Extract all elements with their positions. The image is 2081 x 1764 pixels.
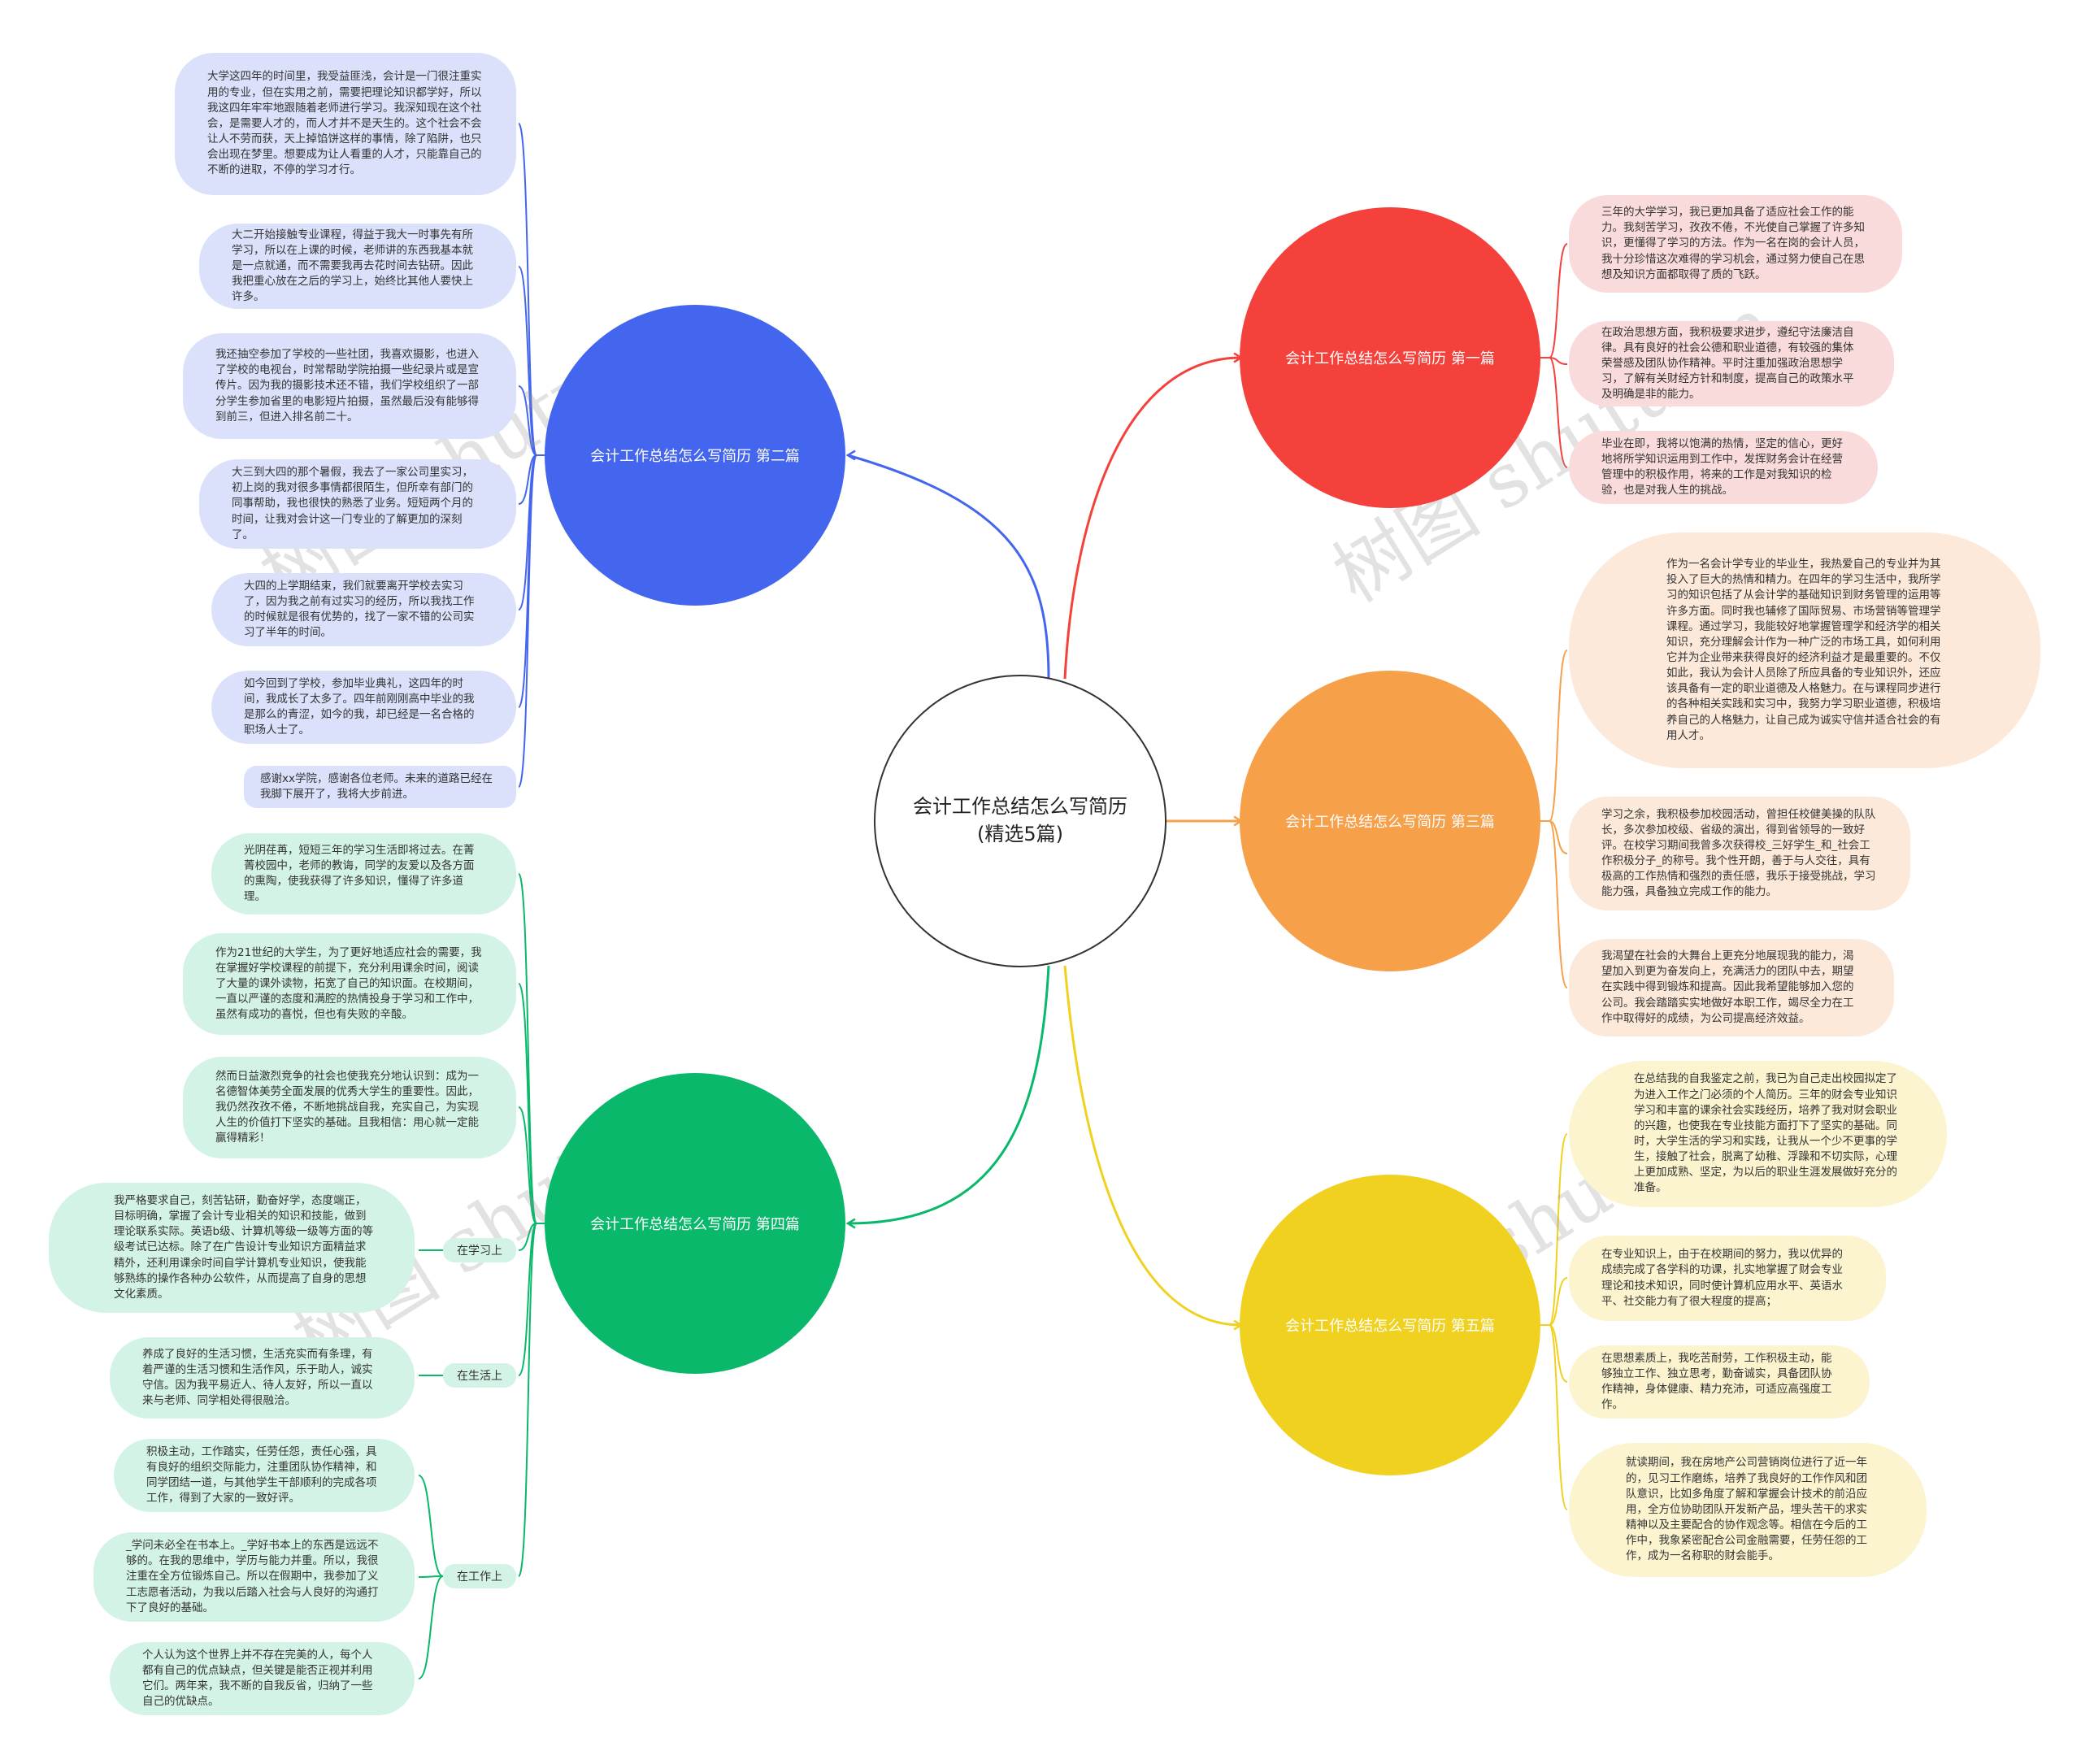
edge-p2-leaf-1 (518, 266, 537, 456)
leaf-text: 大三到大四的那个暑假，我去了一家公司里实习，初上岗的我对很多事情都很陌生，但所幸… (232, 466, 473, 541)
leaf-p4-study-1[interactable]: 我严格要求自己，刻苦钻研，勤奋好学，态度端正，目标明确，掌握了会计专业相关的知识… (49, 1183, 415, 1313)
leaf-p4-2[interactable]: 作为21世纪的大学生，为了更好地适应社会的需要，我在掌握好学校课程的前提下，充分… (183, 933, 516, 1035)
leaf-text: 学习之余，我积极参加校园活动，曾担任校健美操的队队长，多次参加校级、省级的演出，… (1601, 807, 1876, 899)
edge-group-work-1 (418, 1575, 444, 1578)
leaf-text: 在总结我的自我鉴定之前，我已为自己走出校园拟定了为进入工作之门必须的个人简历。三… (1634, 1072, 1897, 1195)
edge-p3-leaf-2 (1549, 820, 1568, 988)
edge-p1-leaf-0 (1549, 243, 1568, 358)
edge-center-p1 (1063, 356, 1242, 680)
leaf-text: 积极主动，工作踏实，任劳任怨，责任心强，具有良好的组织交际能力，注重团队协作精神… (146, 1445, 377, 1505)
edge-group-work-2 (418, 1575, 444, 1679)
center-topic[interactable]: 会计工作总结怎么写简历(精选5篇) (874, 675, 1166, 967)
leaf-p1-1[interactable]: 三年的大学学习，我已更加具备了适应社会工作的能力。我刻苦学习，孜孜不倦，不光使自… (1569, 195, 1902, 293)
leaf-p4-3[interactable]: 然而日益激烈竞争的社会也使我充分地认识到：成为一名德智体美劳全面发展的优秀大学生… (183, 1057, 516, 1158)
leaf-p5-1[interactable]: 在总结我的自我鉴定之前，我已为自己走出校园拟定了为进入工作之门必须的个人简历。三… (1569, 1061, 1947, 1207)
group-label-work[interactable]: 在工作上 (443, 1564, 516, 1588)
edge-group-work-0 (418, 1475, 444, 1577)
leaf-text: _学问未必全在书本上。_学好书本上的东西是远远不够的。在我的思维中，学历与能力并… (126, 1539, 379, 1614)
leaf-p2-3[interactable]: 我还抽空参加了学校的一些社团，我喜欢摄影，也进入了学校的电视台，时常帮助学院拍摄… (183, 333, 516, 439)
leaf-p2-7[interactable]: 感谢xx学院，感谢各位老师。未来的道路已经在我脚下展开了，我将大步前进。 (244, 766, 516, 808)
leaf-p5-2[interactable]: 在专业知识上，由于在校期间的努力，我以优异的成绩完成了各学科的功课，扎实地掌握了… (1569, 1236, 1886, 1321)
leaf-p5-3[interactable]: 在思想素质上，我吃苦耐劳，工作积极主动，能够独立工作、独立思考，勤奋诚实，具备团… (1569, 1345, 1870, 1419)
branch-topic-p3[interactable]: 会计工作总结怎么写简历 第三篇 (1240, 671, 1540, 971)
branch-topic-p1[interactable]: 会计工作总结怎么写简历 第一篇 (1240, 207, 1540, 508)
edge-p4-leaf-4 (518, 1223, 537, 1376)
leaf-text: 三年的大学学习，我已更加具备了适应社会工作的能力。我刻苦学习，孜孜不倦，不光使自… (1601, 206, 1865, 281)
leaf-text: 然而日益激烈竞争的社会也使我充分地认识到：成为一名德智体美劳全面发展的优秀大学生… (215, 1069, 479, 1145)
leaf-p3-2[interactable]: 学习之余，我积极参加校园活动，曾担任校健美操的队队长，多次参加校级、省级的演出，… (1569, 797, 1910, 910)
group-label-study[interactable]: 在学习上 (443, 1238, 516, 1262)
leaf-text: 毕业在即，我将以饱满的热情，坚定的信心，更好地将所学知识运用到工作中，发挥财务会… (1601, 437, 1843, 497)
leaf-text: 大二开始接触专业课程，得益于我大一时事先有所学习，所以在上课的时候，老师讲的东西… (232, 228, 473, 304)
arrow-p4 (845, 1218, 856, 1229)
leaf-p2-6[interactable]: 如今回到了学校，参加毕业典礼，这四年的时间，我成长了太多了。四年前刚刚高中毕业的… (211, 671, 516, 744)
leaf-p4-work-2[interactable]: _学问未必全在书本上。_学好书本上的东西是远远不够的。在我的思维中，学历与能力并… (93, 1532, 415, 1622)
edge-p5-leaf-0 (1549, 1133, 1568, 1326)
leaf-text: 大学这四年的时间里，我受益匪浅，会计是一门很注重实用的专业，但在实用之前，需要把… (207, 70, 482, 177)
edge-p4-leaf-3 (518, 1223, 537, 1251)
leaf-text: 在政治思想方面，我积极要求进步，遵纪守法廉洁自律。具有良好的社会公德和职业道德，… (1601, 325, 1854, 402)
edge-p4-leaf-2 (518, 1106, 537, 1224)
edge-p5-leaf-3 (1549, 1324, 1568, 1510)
leaf-text: 就读期间，我在房地产公司营销岗位进行了近一年的，见习工作磨练，培养了我良好的工作… (1626, 1456, 1867, 1563)
leaf-p2-1[interactable]: 大学这四年的时间里，我受益匪浅，会计是一门很注重实用的专业，但在实用之前，需要把… (175, 53, 516, 195)
group-label-life[interactable]: 在生活上 (443, 1363, 516, 1388)
leaf-text: 养成了良好的生活习惯，生活充实而有条理，有着严谨的生活习惯和生活作风，乐于助人，… (142, 1347, 373, 1408)
leaf-text: 我严格要求自己，刻苦钻研，勤奋好学，态度端正，目标明确，掌握了会计专业相关的知识… (114, 1193, 374, 1301)
edge-p3-leaf-1 (1549, 820, 1568, 854)
leaf-p4-1[interactable]: 光阴荏苒，短短三年的学习生活即将过去。在菁菁校园中，老师的教诲，同学的友爱以及各… (211, 833, 516, 915)
leaf-p3-3[interactable]: 我渴望在社会的大舞台上更充分地展现我的能力，渴望加入到更为奋发向上，充满活力的团… (1569, 939, 1894, 1036)
leaf-text: 我渴望在社会的大舞台上更充分地展现我的能力，渴望加入到更为奋发向上，充满活力的团… (1601, 949, 1854, 1025)
leaf-text: 我还抽空参加了学校的一些社团，我喜欢摄影，也进入了学校的电视台，时常帮助学院拍摄… (215, 348, 479, 424)
leaf-p2-2[interactable]: 大二开始接触专业课程，得益于我大一时事先有所学习，所以在上课的时候，老师讲的东西… (199, 224, 516, 309)
edge-p3-leaf-0 (1549, 650, 1568, 822)
edge-p1-leaf-1 (1549, 357, 1568, 365)
edge-center-p4 (847, 965, 1050, 1225)
edge-p5-leaf-1 (1549, 1277, 1568, 1326)
leaf-text: 如今回到了学校，参加毕业典礼，这四年的时间，我成长了太多了。四年前刚刚高中毕业的… (244, 676, 475, 737)
edge-p5-leaf-2 (1549, 1324, 1568, 1383)
edge-p4-leaf-5 (518, 1223, 537, 1577)
branch-topic-p4[interactable]: 会计工作总结怎么写简历 第四篇 (545, 1073, 845, 1374)
edge-p2-leaf-3 (518, 454, 537, 505)
edge-p1-leaf-2 (1549, 357, 1568, 468)
leaf-text: 作为21世纪的大学生，为了更好地适应社会的需要，我在掌握好学校课程的前提下，充分… (215, 945, 482, 1022)
leaf-text: 光阴荏苒，短短三年的学习生活即将过去。在菁菁校园中，老师的教诲，同学的友爱以及各… (244, 843, 475, 904)
arrow-p2 (845, 450, 856, 461)
edge-p2-leaf-0 (518, 123, 537, 456)
leaf-text: 感谢xx学院，感谢各位老师。未来的道路已经在我脚下展开了，我将大步前进。 (260, 771, 493, 801)
leaf-p1-2[interactable]: 在政治思想方面，我积极要求进步，遵纪守法廉洁自律。具有良好的社会公德和职业道德，… (1569, 321, 1894, 406)
leaf-text: 个人认为这个世界上并不存在完美的人，每个人都有自己的优点缺点，但关键是能否正视并… (142, 1648, 373, 1709)
leaf-text: 在专业知识上，由于在校期间的努力，我以优异的成绩完成了各学科的功课，扎实地掌握了… (1601, 1248, 1843, 1308)
leaf-text: 在思想素质上，我吃苦耐劳，工作积极主动，能够独立工作、独立思考，勤奋诚实，具备团… (1601, 1351, 1832, 1412)
leaf-p1-3[interactable]: 毕业在即，我将以饱满的热情，坚定的信心，更好地将所学知识运用到工作中，发挥财务会… (1569, 431, 1878, 504)
leaf-text: 大四的上学期结束，我们就要离开学校去实习了，因为我之前有过实习的经历，所以我找工… (244, 579, 475, 640)
edge-p4-leaf-0 (518, 873, 537, 1224)
leaf-p4-life-1[interactable]: 养成了良好的生活习惯，生活充实而有条理，有着严谨的生活习惯和生活作风，乐于助人，… (110, 1337, 415, 1419)
edge-p2-leaf-6 (518, 454, 537, 788)
leaf-p4-work-3[interactable]: 个人认为这个世界上并不存在完美的人，每个人都有自己的优点缺点，但关键是能否正视并… (110, 1642, 415, 1715)
leaf-p4-work-1[interactable]: 积极主动，工作踏实，任劳任怨，责任心强，具有良好的组织交际能力，注重团队协作精神… (114, 1439, 415, 1512)
leaf-p3-1[interactable]: 作为一名会计学专业的毕业生，我热爱自己的专业并为其投入了巨大的热情和精力。在四年… (1569, 532, 2040, 768)
leaf-p5-4[interactable]: 就读期间，我在房地产公司营销岗位进行了近一年的，见习工作磨练，培养了我良好的工作… (1569, 1443, 1927, 1577)
branch-topic-p2[interactable]: 会计工作总结怎么写简历 第二篇 (545, 305, 845, 606)
edge-center-p5 (1063, 965, 1242, 1327)
leaf-text: 作为一名会计学专业的毕业生，我热爱自己的专业并为其投入了巨大的热情和精力。在四年… (1666, 558, 1941, 742)
edge-center-p2 (847, 454, 1050, 680)
leaf-p2-5[interactable]: 大四的上学期结束，我们就要离开学校去实习了，因为我之前有过实习的经历，所以我找工… (211, 573, 516, 646)
branch-topic-p5[interactable]: 会计工作总结怎么写简历 第五篇 (1240, 1175, 1540, 1475)
leaf-p2-4[interactable]: 大三到大四的那个暑假，我去了一家公司里实习，初上岗的我对很多事情都很陌生，但所幸… (199, 459, 516, 549)
edge-p4-leaf-1 (518, 983, 537, 1224)
edge-p2-leaf-2 (518, 385, 537, 456)
